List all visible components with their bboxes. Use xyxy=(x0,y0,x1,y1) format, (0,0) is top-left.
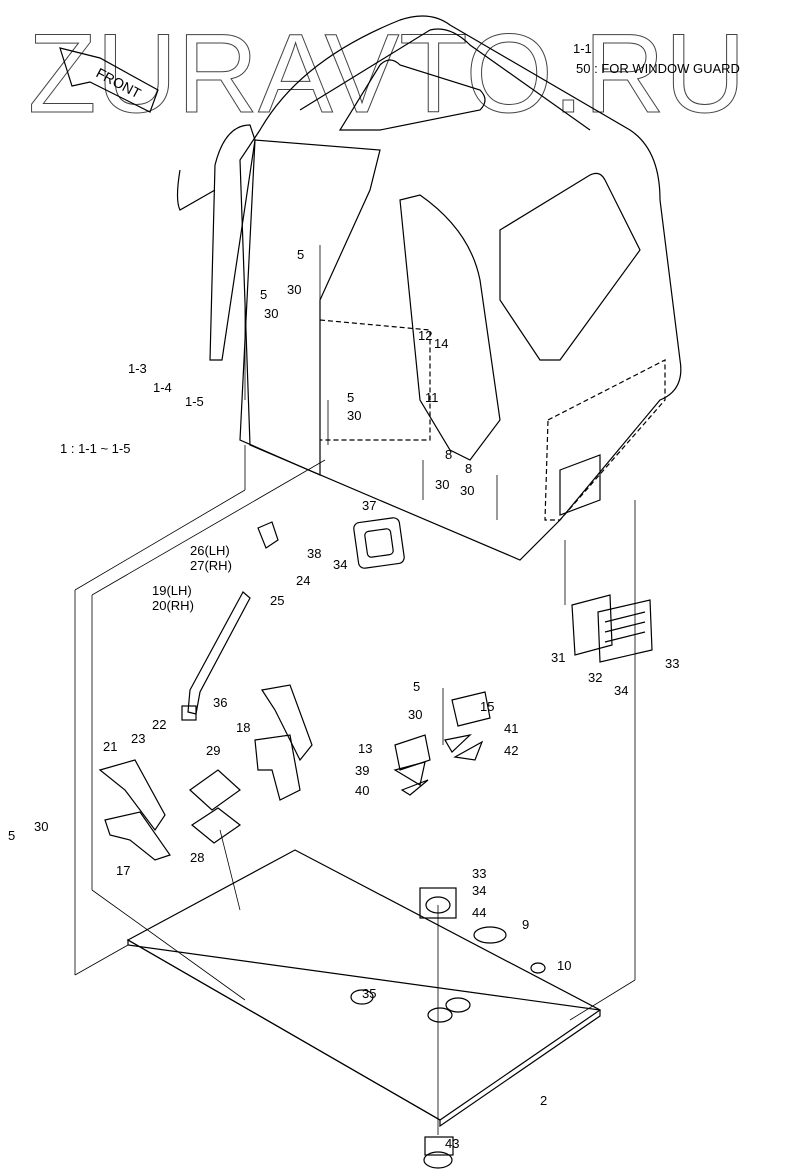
callout-label: 10 xyxy=(557,958,572,973)
callout-label: 30 xyxy=(408,707,423,722)
callout-label: 1-5 xyxy=(185,394,204,409)
callout-label: 33 xyxy=(472,866,487,881)
callout-label: 24 xyxy=(296,573,311,588)
callout-label: 5 xyxy=(260,287,268,302)
part-41 xyxy=(444,734,472,753)
pedal-36 xyxy=(254,684,313,801)
callout-label: 20(RH) xyxy=(152,598,194,613)
part-39 xyxy=(393,761,426,786)
callout-label: 36 xyxy=(213,695,228,710)
callout-label: 30 xyxy=(435,477,450,492)
callout-label: 17 xyxy=(116,863,131,878)
callout-label: 1-1 xyxy=(573,41,592,56)
callout-label: 44 xyxy=(472,905,487,920)
callout-label: 37 xyxy=(362,498,377,513)
callout-label: 33 xyxy=(665,656,680,671)
leader-lines xyxy=(74,245,636,1135)
callout-label: 23 xyxy=(131,731,146,746)
part-42 xyxy=(453,740,484,761)
callout-label: 5 xyxy=(297,247,305,262)
callout-label: 30 xyxy=(34,819,49,834)
callout-label: 30 xyxy=(287,282,302,297)
callout-label: 14 xyxy=(434,336,449,351)
callout-label: 41 xyxy=(504,721,519,736)
callout-label: 35 xyxy=(362,986,377,1001)
callout-label: 28 xyxy=(190,850,205,865)
floor-plate-2 xyxy=(126,849,602,1169)
callout-label: 19(LH) xyxy=(152,583,192,598)
cover-29 xyxy=(189,769,241,811)
callout-label: 26(LH) xyxy=(190,543,230,558)
callout-label: 30 xyxy=(264,306,279,321)
callout-label: 27(RH) xyxy=(190,558,232,573)
watermark: ZURAVTO.RU xyxy=(28,11,746,136)
assembly-note: 1 : 1-1 ~ 1-5 xyxy=(60,441,131,456)
callout-label: 8 xyxy=(465,461,473,476)
cab-body xyxy=(176,15,682,561)
callout-label: 32 xyxy=(588,670,603,685)
callout-label: 38 xyxy=(307,546,322,561)
callout-label: 8 xyxy=(445,447,453,462)
callout-label: 25 xyxy=(270,593,285,608)
callout-label: 34 xyxy=(333,557,348,572)
part-37 xyxy=(353,517,405,569)
callout-label: 31 xyxy=(551,650,566,665)
callout-label: 42 xyxy=(504,743,519,758)
part-40 xyxy=(400,779,429,796)
pedal-21 xyxy=(98,759,171,861)
callout-label: 30 xyxy=(460,483,475,498)
callout-label: 43 xyxy=(445,1136,460,1151)
callout-label: 9 xyxy=(522,917,530,932)
callout-label: 12 xyxy=(418,328,433,343)
bracket-15 xyxy=(451,691,491,727)
callout-label: 30 xyxy=(347,408,362,423)
callout-label: 11 xyxy=(425,390,439,405)
lever-assembly xyxy=(181,521,279,721)
callout-label: 5 xyxy=(8,828,16,843)
callout-label: 13 xyxy=(358,741,373,756)
callout-label: 21 xyxy=(103,739,118,754)
callout-label: 29 xyxy=(206,743,221,758)
callout-label: 2 xyxy=(540,1093,548,1108)
bracket-13 xyxy=(394,734,431,771)
part-31 xyxy=(571,594,613,656)
part-32 xyxy=(597,599,653,663)
callout-label: 1-4 xyxy=(153,380,172,395)
callout-label: 22 xyxy=(152,717,167,732)
callout-label: 34 xyxy=(472,883,487,898)
callout-label: 40 xyxy=(355,783,370,798)
callout-label: 5 xyxy=(347,390,355,405)
window-guard-note: 50 : FOR WINDOW GUARD xyxy=(576,61,740,76)
callout-label: 18 xyxy=(236,720,251,735)
callout-label: 1-3 xyxy=(128,361,147,376)
callout-label: 39 xyxy=(355,763,370,778)
callout-label: 5 xyxy=(413,679,421,694)
callout-label: 34 xyxy=(614,683,629,698)
callout-label: 15 xyxy=(480,699,495,714)
cover-28 xyxy=(190,807,242,844)
